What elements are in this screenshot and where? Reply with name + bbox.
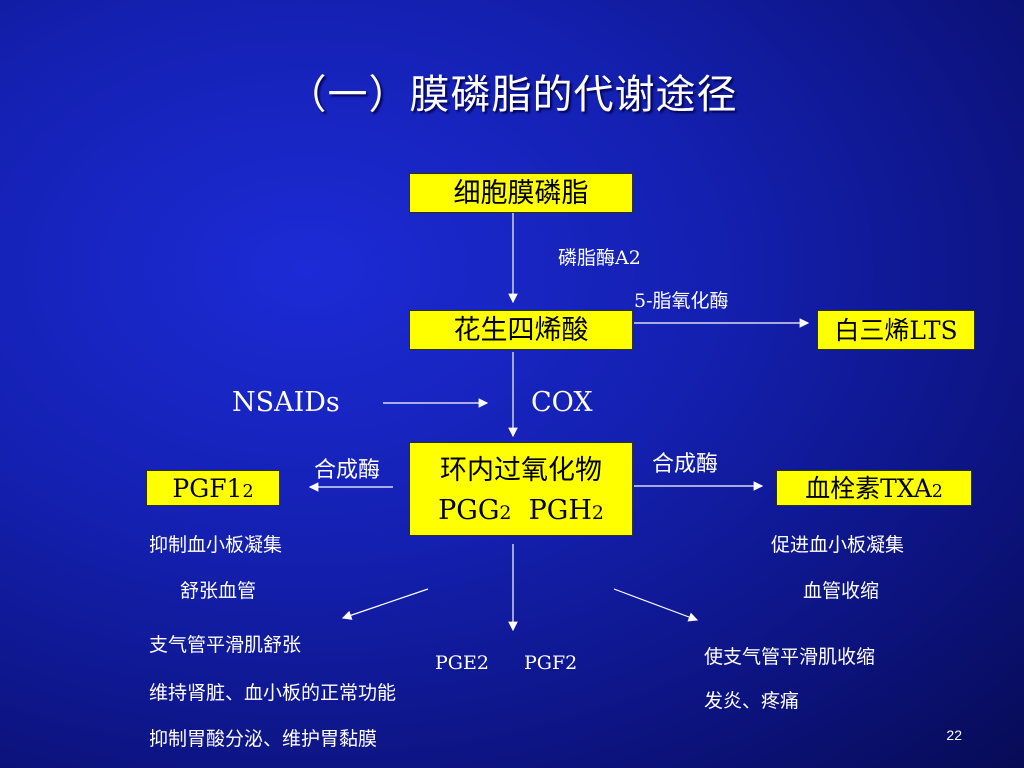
label-synthase-left: 合成酶: [314, 458, 381, 483]
arrow-to-left-effects: [341, 588, 429, 620]
node-leukotrienes: 白三烯LTS: [817, 310, 975, 350]
node-thromboxane: 血栓素TXA2: [776, 470, 972, 506]
node-membrane-phospholipid: 细胞膜磷脂: [409, 173, 633, 213]
label-lipoxygenase: 5-脂氧化酶: [634, 290, 729, 312]
node-arachidonic-acid: 花生四烯酸: [409, 310, 633, 350]
effect-txa-platelet-aggregation: 促进血小板凝集: [771, 534, 905, 556]
label-nsaids: NSAIDs: [232, 387, 340, 418]
effect-pgf-antiplatelet: 抑制血小板凝集: [149, 534, 283, 556]
node-endoperoxide: 环内过氧化物 PGG2 PGH2: [409, 442, 633, 536]
effect-left-gastric: 抑制胃酸分泌、维护胃黏膜: [149, 728, 378, 750]
node-pgf1: PGF12: [146, 470, 280, 506]
slide-title: （一）膜磷脂的代谢途径: [286, 72, 738, 118]
endoperoxide-formulas: PGG2 PGH2: [438, 495, 604, 526]
label-synthase-right: 合成酶: [652, 452, 719, 477]
label-cox: COX: [531, 387, 593, 418]
effect-pgf-vasodilation: 舒张血管: [180, 580, 257, 602]
page-number: 22: [946, 727, 962, 743]
effect-left-renal-platelet: 维持肾脏、血小板的正常功能: [149, 682, 397, 704]
effect-right-bronchoconstriction: 使支气管平滑肌收缩: [704, 646, 876, 668]
effect-left-bronchodilation: 支气管平滑肌舒张: [149, 634, 302, 656]
effect-right-inflammation-pain: 发炎、疼痛: [704, 690, 800, 712]
label-phospholipase-a2: 磷脂酶A2: [558, 247, 641, 269]
effect-txa-vasoconstriction: 血管收缩: [803, 580, 880, 602]
arrow-to-right-effects: [613, 588, 699, 622]
label-pgf2: PGF2: [524, 652, 578, 674]
label-pge2: PGE2: [435, 652, 489, 674]
